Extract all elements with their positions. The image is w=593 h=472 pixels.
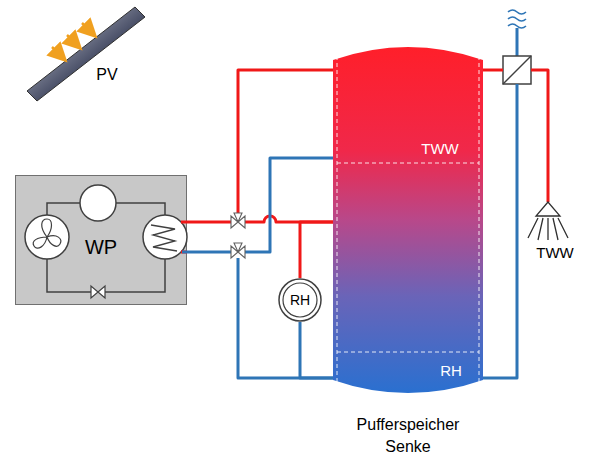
return-pipe [238,258,333,378]
tank-caption: Pufferspeicher Senke [318,414,498,458]
hot-water-pipe [531,70,548,190]
return-pipe [483,84,517,378]
heat-pump-label: WP [79,235,123,259]
heating-circuit: RH [278,278,322,322]
tank-body [333,47,483,393]
circuit-label: RH [278,291,322,309]
return-pipe [187,251,231,254]
hot-water-tap: TWW [525,190,585,270]
supply-pipe [300,222,333,278]
cold-water-inlet [508,10,526,56]
pv-panel: PV [25,5,150,105]
return-pipe [245,158,333,252]
exchanger-diagonal [503,56,531,84]
plate-heat-exchanger [503,56,531,84]
tank-outline [333,40,483,400]
zone-label: TWW [415,140,465,158]
three-way-valve [231,213,245,228]
pipe-connector [187,70,333,378]
cold-water-pipe [516,28,519,56]
fan-blades [33,219,61,248]
expansion-valve [91,286,105,298]
three-way-valve [231,243,245,258]
water-waves [508,10,526,28]
buffer-tank: TWWRHPufferspeicher Senke [333,40,483,400]
pv-label: PV [87,65,127,85]
condenser-stub [182,251,187,254]
tap-pipe [547,190,550,202]
sun-ray-arrow [82,23,94,35]
pv-outline [25,5,150,105]
tap-label: TWW [525,244,585,262]
solar-panel [27,7,145,101]
tank-zone-lines [337,56,479,384]
sun-ray-arrow [52,47,64,59]
exchanger-box [503,56,531,84]
hot-water-pipe [483,69,503,72]
circuit-ring [279,279,321,321]
unit-housing [16,176,187,305]
condenser-stub [181,222,187,252]
heat-pump-unit: WP [15,175,187,305]
shower-head [536,202,560,216]
zone-label: RH [431,362,471,380]
sun-ray-arrow [67,35,79,47]
supply-pipe [238,70,333,213]
compressor-symbol [80,185,116,221]
return-pipe [300,322,333,378]
shower-spray [528,218,568,240]
fan-symbol [25,215,69,259]
supply-pipe [187,221,231,224]
condenser-coil [151,225,177,251]
condenser-symbol [143,215,187,259]
pipe-connector [483,70,548,378]
